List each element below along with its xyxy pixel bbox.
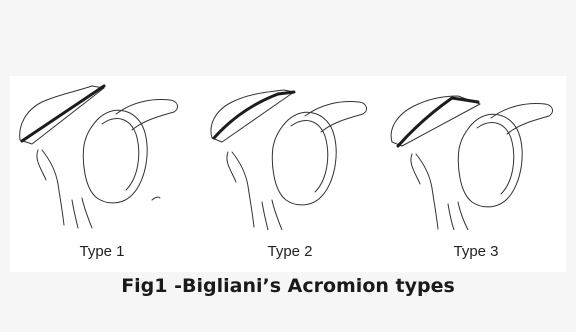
glenoid-shape — [272, 112, 336, 205]
glenoid-shape — [83, 110, 147, 203]
shoulder-drawing-type-1 — [12, 80, 192, 230]
acromion-undersurface-line — [398, 98, 478, 146]
coracoid-shape — [116, 100, 177, 130]
scapula-illustration-type-1 — [12, 80, 192, 230]
type-3-label: Type 3 — [386, 243, 566, 260]
scapula-illustration-type-2 — [200, 80, 380, 230]
glenoid-shape — [458, 114, 522, 207]
acromion-undersurface-line — [214, 92, 294, 138]
shoulder-drawing-type-2 — [200, 80, 380, 230]
scapula-illustration-type-3 — [386, 80, 566, 230]
type-2-label: Type 2 — [200, 243, 380, 260]
type-1-label: Type 1 — [12, 243, 192, 260]
acromion-shape — [211, 90, 294, 142]
shoulder-drawing-type-3 — [386, 80, 566, 230]
coracoid-shape — [491, 104, 552, 134]
figure-caption: Fig1 -Bigliani’s Acromion types — [0, 275, 576, 297]
coracoid-shape — [305, 102, 366, 132]
